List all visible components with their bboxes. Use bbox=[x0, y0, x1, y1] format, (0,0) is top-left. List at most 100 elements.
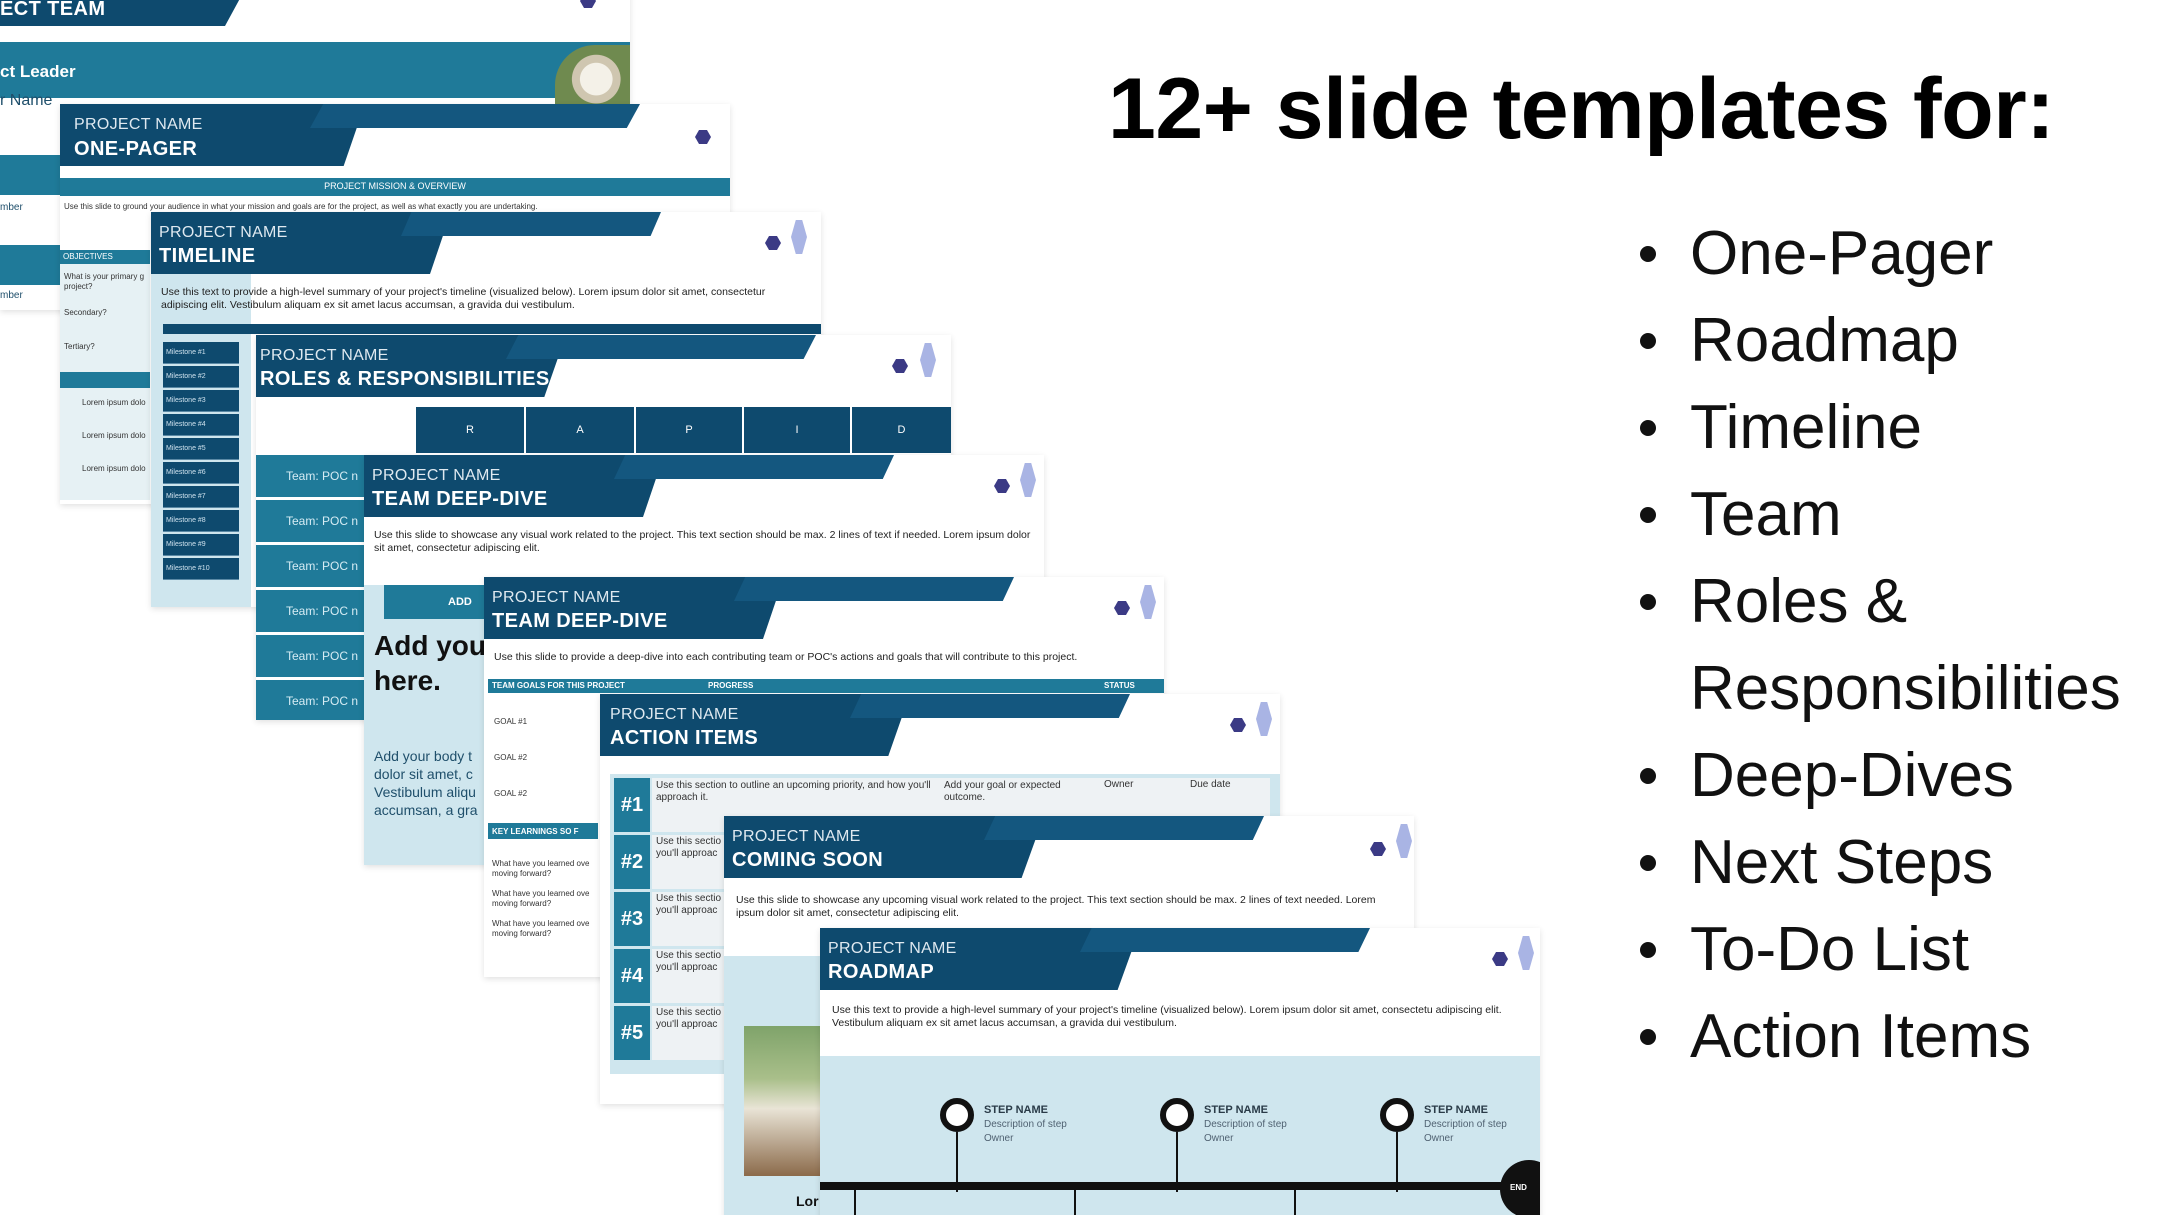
milestone-5: Milestone #5 bbox=[163, 438, 239, 460]
step-1-desc: Description of step bbox=[984, 1119, 1067, 1130]
roadmap-body: Use this text to provide a high-level su… bbox=[832, 1004, 1502, 1029]
deep-dive-project-name: PROJECT NAME bbox=[372, 467, 501, 484]
deep-dive-2-col3: STATUS bbox=[1104, 681, 1135, 690]
deep-dive-add-label: ADD bbox=[448, 596, 472, 608]
page-heading: 12+ slide templates for: bbox=[1108, 61, 2055, 157]
list-item: Action Items bbox=[1640, 993, 2121, 1080]
step-marker-icon bbox=[1380, 1098, 1414, 1132]
hex-icon bbox=[994, 479, 1010, 493]
goal-3: GOAL #2 bbox=[494, 789, 528, 798]
team-member-1: mber bbox=[0, 202, 23, 213]
learn-q-3: What have you learned ove bbox=[492, 919, 590, 928]
list-item-label: To-Do List bbox=[1690, 915, 1970, 984]
one-pager-bullet-band bbox=[60, 372, 150, 388]
slide-roadmap: PROJECT NAME ROADMAP Use this text to pr… bbox=[820, 928, 1540, 1215]
step-3-name: STEP NAME bbox=[1424, 1104, 1488, 1116]
coming-soon-header-accent bbox=[984, 816, 1264, 840]
hex-icon bbox=[892, 359, 908, 373]
list-item-label: Roles & bbox=[1690, 567, 1908, 636]
roadmap-title: ROADMAP bbox=[828, 961, 935, 983]
action-project-name: PROJECT NAME bbox=[610, 706, 739, 723]
team-header bbox=[0, 0, 250, 26]
roadmap-tick-2 bbox=[1074, 1190, 1076, 1215]
coming-soon-project-name: PROJECT NAME bbox=[732, 828, 861, 845]
hex-icon bbox=[1114, 601, 1130, 615]
hex-icon bbox=[695, 130, 711, 144]
list-item: One-Pager bbox=[1640, 210, 2121, 297]
roles-header-accent bbox=[506, 335, 816, 359]
action-row-4-b: you'll approac bbox=[656, 962, 718, 973]
milestone-10: Milestone #10 bbox=[163, 558, 239, 580]
coming-soon-title: COMING SOON bbox=[732, 849, 884, 871]
team-row-6: Team: POC n bbox=[256, 680, 366, 720]
list-item-label: Roadmap bbox=[1690, 306, 1959, 375]
hex-icon bbox=[580, 0, 596, 8]
deep-dive-2-title: TEAM DEEP-DIVE bbox=[492, 610, 668, 632]
hex-icon bbox=[765, 236, 781, 250]
hex-accent-icon bbox=[1020, 463, 1036, 497]
bullet-icon bbox=[1640, 855, 1656, 871]
action-row-4-a: Use this sectio bbox=[656, 950, 722, 961]
rapid-a: A bbox=[526, 407, 634, 453]
team-row-3: Team: POC n bbox=[256, 545, 366, 587]
roadmap-end-label: END bbox=[1510, 1183, 1527, 1192]
one-pager-title: ONE-PAGER bbox=[74, 138, 198, 160]
hex-icon bbox=[1492, 952, 1508, 966]
one-pager-intro: Use this slide to ground your audience i… bbox=[64, 202, 538, 211]
team-name-label: r Name bbox=[0, 92, 53, 109]
team-member-band-2 bbox=[0, 245, 60, 285]
roadmap-tick-3 bbox=[1294, 1190, 1296, 1215]
step-stem bbox=[1176, 1132, 1178, 1192]
list-item-continuation: Responsibilities bbox=[1640, 645, 2121, 732]
step-marker-icon bbox=[940, 1098, 974, 1132]
template-list: One-Pager Roadmap Timeline Team Roles & … bbox=[1640, 210, 2121, 1080]
deep-dive-2-body: Use this slide to provide a deep-dive in… bbox=[494, 651, 1078, 663]
step-2-name: STEP NAME bbox=[1204, 1104, 1268, 1116]
dog-photo bbox=[555, 45, 630, 107]
learn-q-3b: moving forward? bbox=[492, 929, 552, 938]
coming-soon-body: Use this slide to showcase any upcoming … bbox=[736, 894, 1376, 919]
one-pager-bullet-3: Lorem ipsum dolo bbox=[82, 464, 146, 473]
timeline-scale bbox=[163, 324, 821, 334]
goal-1: GOAL #1 bbox=[494, 717, 528, 726]
list-item-label: Deep-Dives bbox=[1690, 741, 2014, 810]
learn-q-2: What have you learned ove bbox=[492, 889, 590, 898]
deep-dive-2-project-name: PROJECT NAME bbox=[492, 589, 621, 606]
action-row-5-b: you'll approac bbox=[656, 1019, 718, 1030]
action-num-4: #4 bbox=[614, 949, 650, 1003]
one-pager-header-accent bbox=[310, 104, 640, 128]
action-header-accent bbox=[850, 694, 1130, 718]
deep-dive-body: Use this slide to showcase any visual wo… bbox=[374, 529, 1031, 554]
milestone-2: Milestone #2 bbox=[163, 366, 239, 388]
deep-dive-title: TEAM DEEP-DIVE bbox=[372, 488, 548, 510]
action-title: ACTION ITEMS bbox=[610, 727, 759, 749]
deep-dive-2-table-header bbox=[488, 679, 1164, 693]
rapid-p: P bbox=[636, 407, 742, 453]
step-2-desc: Description of step bbox=[1204, 1119, 1287, 1130]
roadmap-project-name: PROJECT NAME bbox=[828, 940, 957, 957]
learn-q-1: What have you learned ove bbox=[492, 859, 590, 868]
bullet-icon bbox=[1640, 768, 1656, 784]
deep-dive-2-col2: PROGRESS bbox=[708, 681, 754, 690]
one-pager-objectives-label: OBJECTIVES bbox=[60, 250, 150, 264]
step-stem bbox=[1396, 1132, 1398, 1192]
bullet-icon bbox=[1640, 507, 1656, 523]
deep-dive-header-accent bbox=[614, 455, 894, 479]
deep-dive-2-col1: TEAM GOALS FOR THIS PROJECT bbox=[492, 681, 625, 690]
action-row-1-text: Use this section to outline an upcoming … bbox=[656, 780, 931, 803]
action-num-2: #2 bbox=[614, 835, 650, 889]
timeline-header bbox=[151, 212, 451, 274]
list-item-label: Timeline bbox=[1690, 393, 1922, 462]
action-row-2-b: you'll approac bbox=[656, 848, 718, 859]
list-item-label: One-Pager bbox=[1690, 219, 1994, 288]
roles-project-name: PROJECT NAME bbox=[260, 347, 389, 364]
timeline-project-name: PROJECT NAME bbox=[159, 224, 288, 241]
bullet-icon bbox=[1640, 420, 1656, 436]
deep-dive-panel bbox=[364, 585, 484, 865]
team-member-band-1 bbox=[0, 155, 60, 195]
hex-accent-icon bbox=[791, 220, 807, 254]
action-row-1-goal: Add your goal or expected outcome. bbox=[944, 780, 1061, 803]
action-row-1-due: Due date bbox=[1190, 779, 1231, 790]
deep-dive-para-3: Vestibulum aliqu bbox=[374, 784, 476, 800]
step-3-owner: Owner bbox=[1424, 1133, 1454, 1144]
